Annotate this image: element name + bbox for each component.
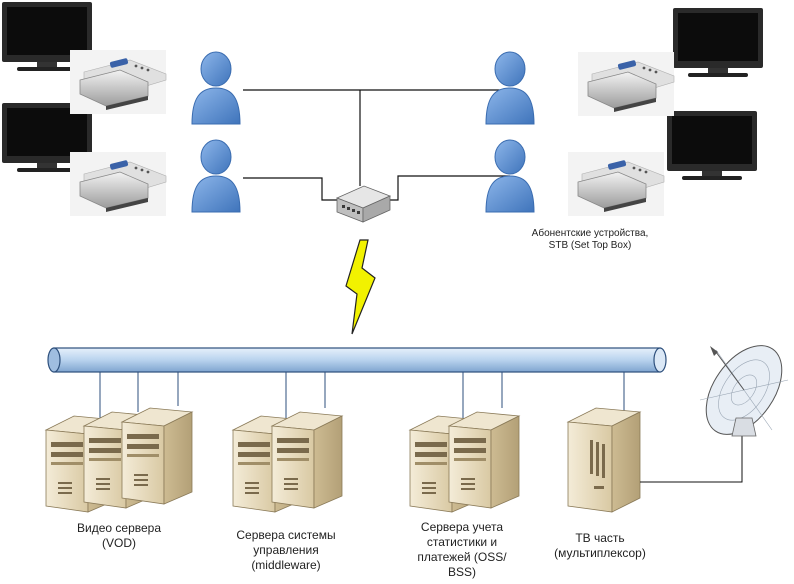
tv-icon	[667, 111, 757, 180]
user-icon	[485, 51, 535, 125]
satellite-cable	[640, 436, 743, 483]
oss-bss-servers-label: Сервера учета статистики и платежей (OSS…	[417, 520, 507, 579]
backbone-bus	[47, 347, 667, 373]
vod-servers-label: Видео сервера (VOD)	[77, 521, 161, 550]
middleware-server-icon	[271, 411, 343, 509]
lan-wires	[243, 89, 510, 201]
user-icon	[191, 139, 241, 213]
bus-connections	[99, 372, 625, 418]
satellite-dish-icon	[699, 345, 789, 437]
set-top-box-icon	[577, 51, 675, 117]
user-icon	[191, 51, 241, 125]
tv-icon	[673, 8, 763, 77]
subscriber-devices-label: Абонентские устройства, STB (Set Top Box…	[531, 228, 649, 251]
multiplexer-icon	[566, 407, 642, 513]
set-top-box-icon	[69, 49, 167, 115]
vod-server-icon	[121, 407, 193, 505]
network-switch-icon	[335, 185, 392, 223]
oss-bss-server-icon	[448, 411, 520, 509]
set-top-box-icon	[567, 151, 665, 217]
tv-part-label: ТВ часть (мультиплексор)	[554, 531, 646, 560]
middleware-servers-label: Сервера системы управления (middleware)	[236, 528, 336, 572]
set-top-box-icon	[69, 151, 167, 217]
lightning-icon	[345, 239, 376, 335]
